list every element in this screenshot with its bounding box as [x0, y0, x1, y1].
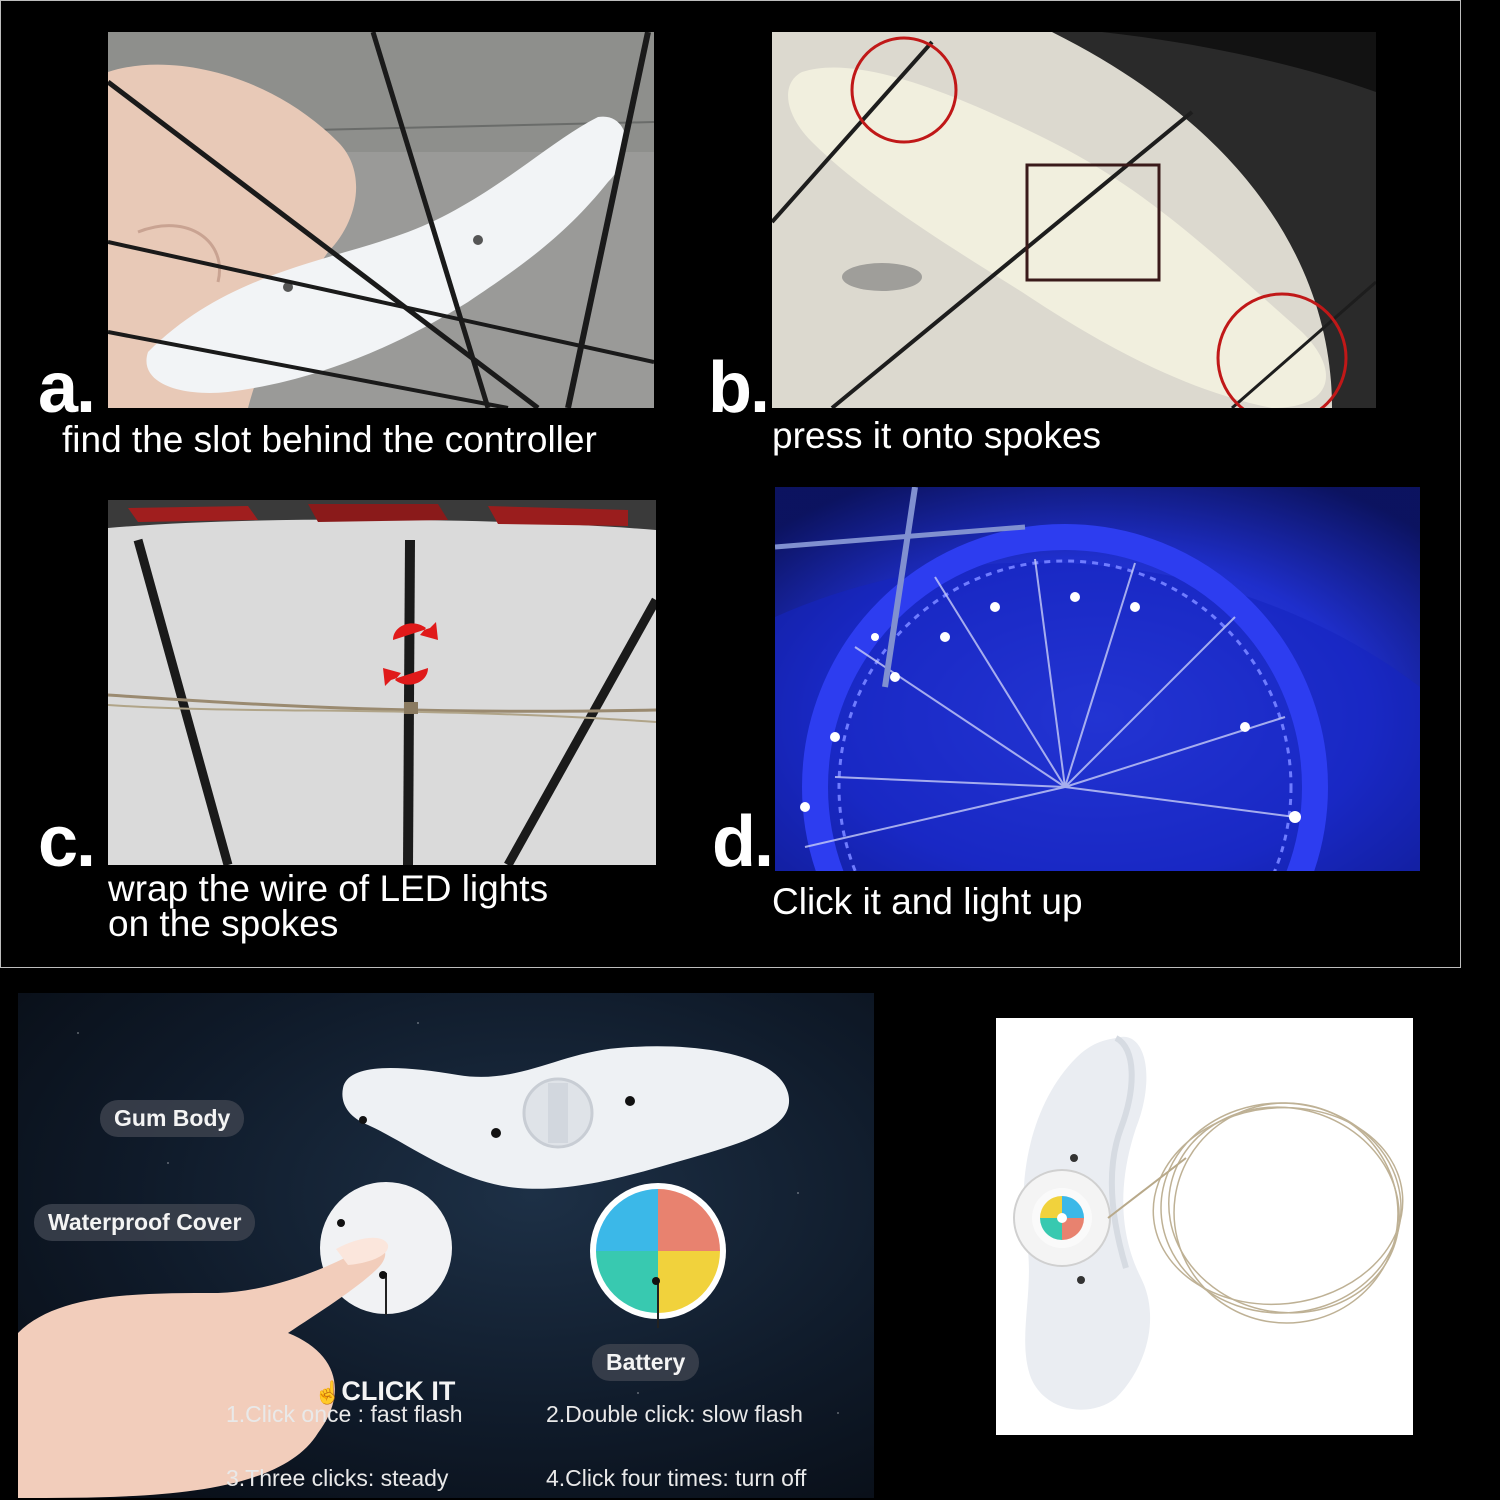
instruction-1: 1.Click once : fast flash	[226, 1401, 463, 1427]
product-art	[1013, 1035, 1404, 1410]
step-d-photo	[775, 487, 1420, 871]
click-it-label: CLICK IT	[341, 1376, 456, 1406]
step-a-caption: find the slot behind the controller	[62, 419, 597, 460]
step-c-caption-line1: wrap the wire of LED lights	[108, 868, 549, 909]
step-d-letter: d.	[712, 802, 774, 882]
step-d-caption: Click it and light up	[772, 881, 1083, 922]
step-b-photo	[772, 32, 1376, 408]
step-a-photo	[108, 32, 654, 408]
step-b-letter: b.	[708, 348, 770, 428]
component-diagram: Gum Body Waterproof Cover Battery ☝CLICK…	[18, 993, 874, 1498]
instruction-3: 3.Three clicks: steady	[226, 1465, 449, 1491]
diagram-art	[18, 1022, 839, 1498]
instruction-2: 2.Double click: slow flash	[546, 1401, 803, 1427]
hand-pointer-icon: ☝	[314, 1380, 342, 1405]
step-b-caption: press it onto spokes	[772, 415, 1102, 456]
waterproof-cover-label: Waterproof Cover	[34, 1204, 256, 1241]
step-a-letter: a.	[38, 348, 96, 428]
instruction-4: 4.Click four times: turn off	[546, 1465, 807, 1491]
step-c-photo	[108, 500, 656, 865]
step-c-caption-line2: on the spokes	[108, 903, 339, 944]
gum-body-label: Gum Body	[100, 1100, 245, 1137]
click-it-heading: ☝CLICK IT	[314, 1376, 455, 1407]
product-photo	[996, 1018, 1413, 1435]
steps-panel	[0, 0, 1461, 968]
battery-label: Battery	[592, 1344, 700, 1381]
step-c-letter: c.	[38, 802, 96, 882]
